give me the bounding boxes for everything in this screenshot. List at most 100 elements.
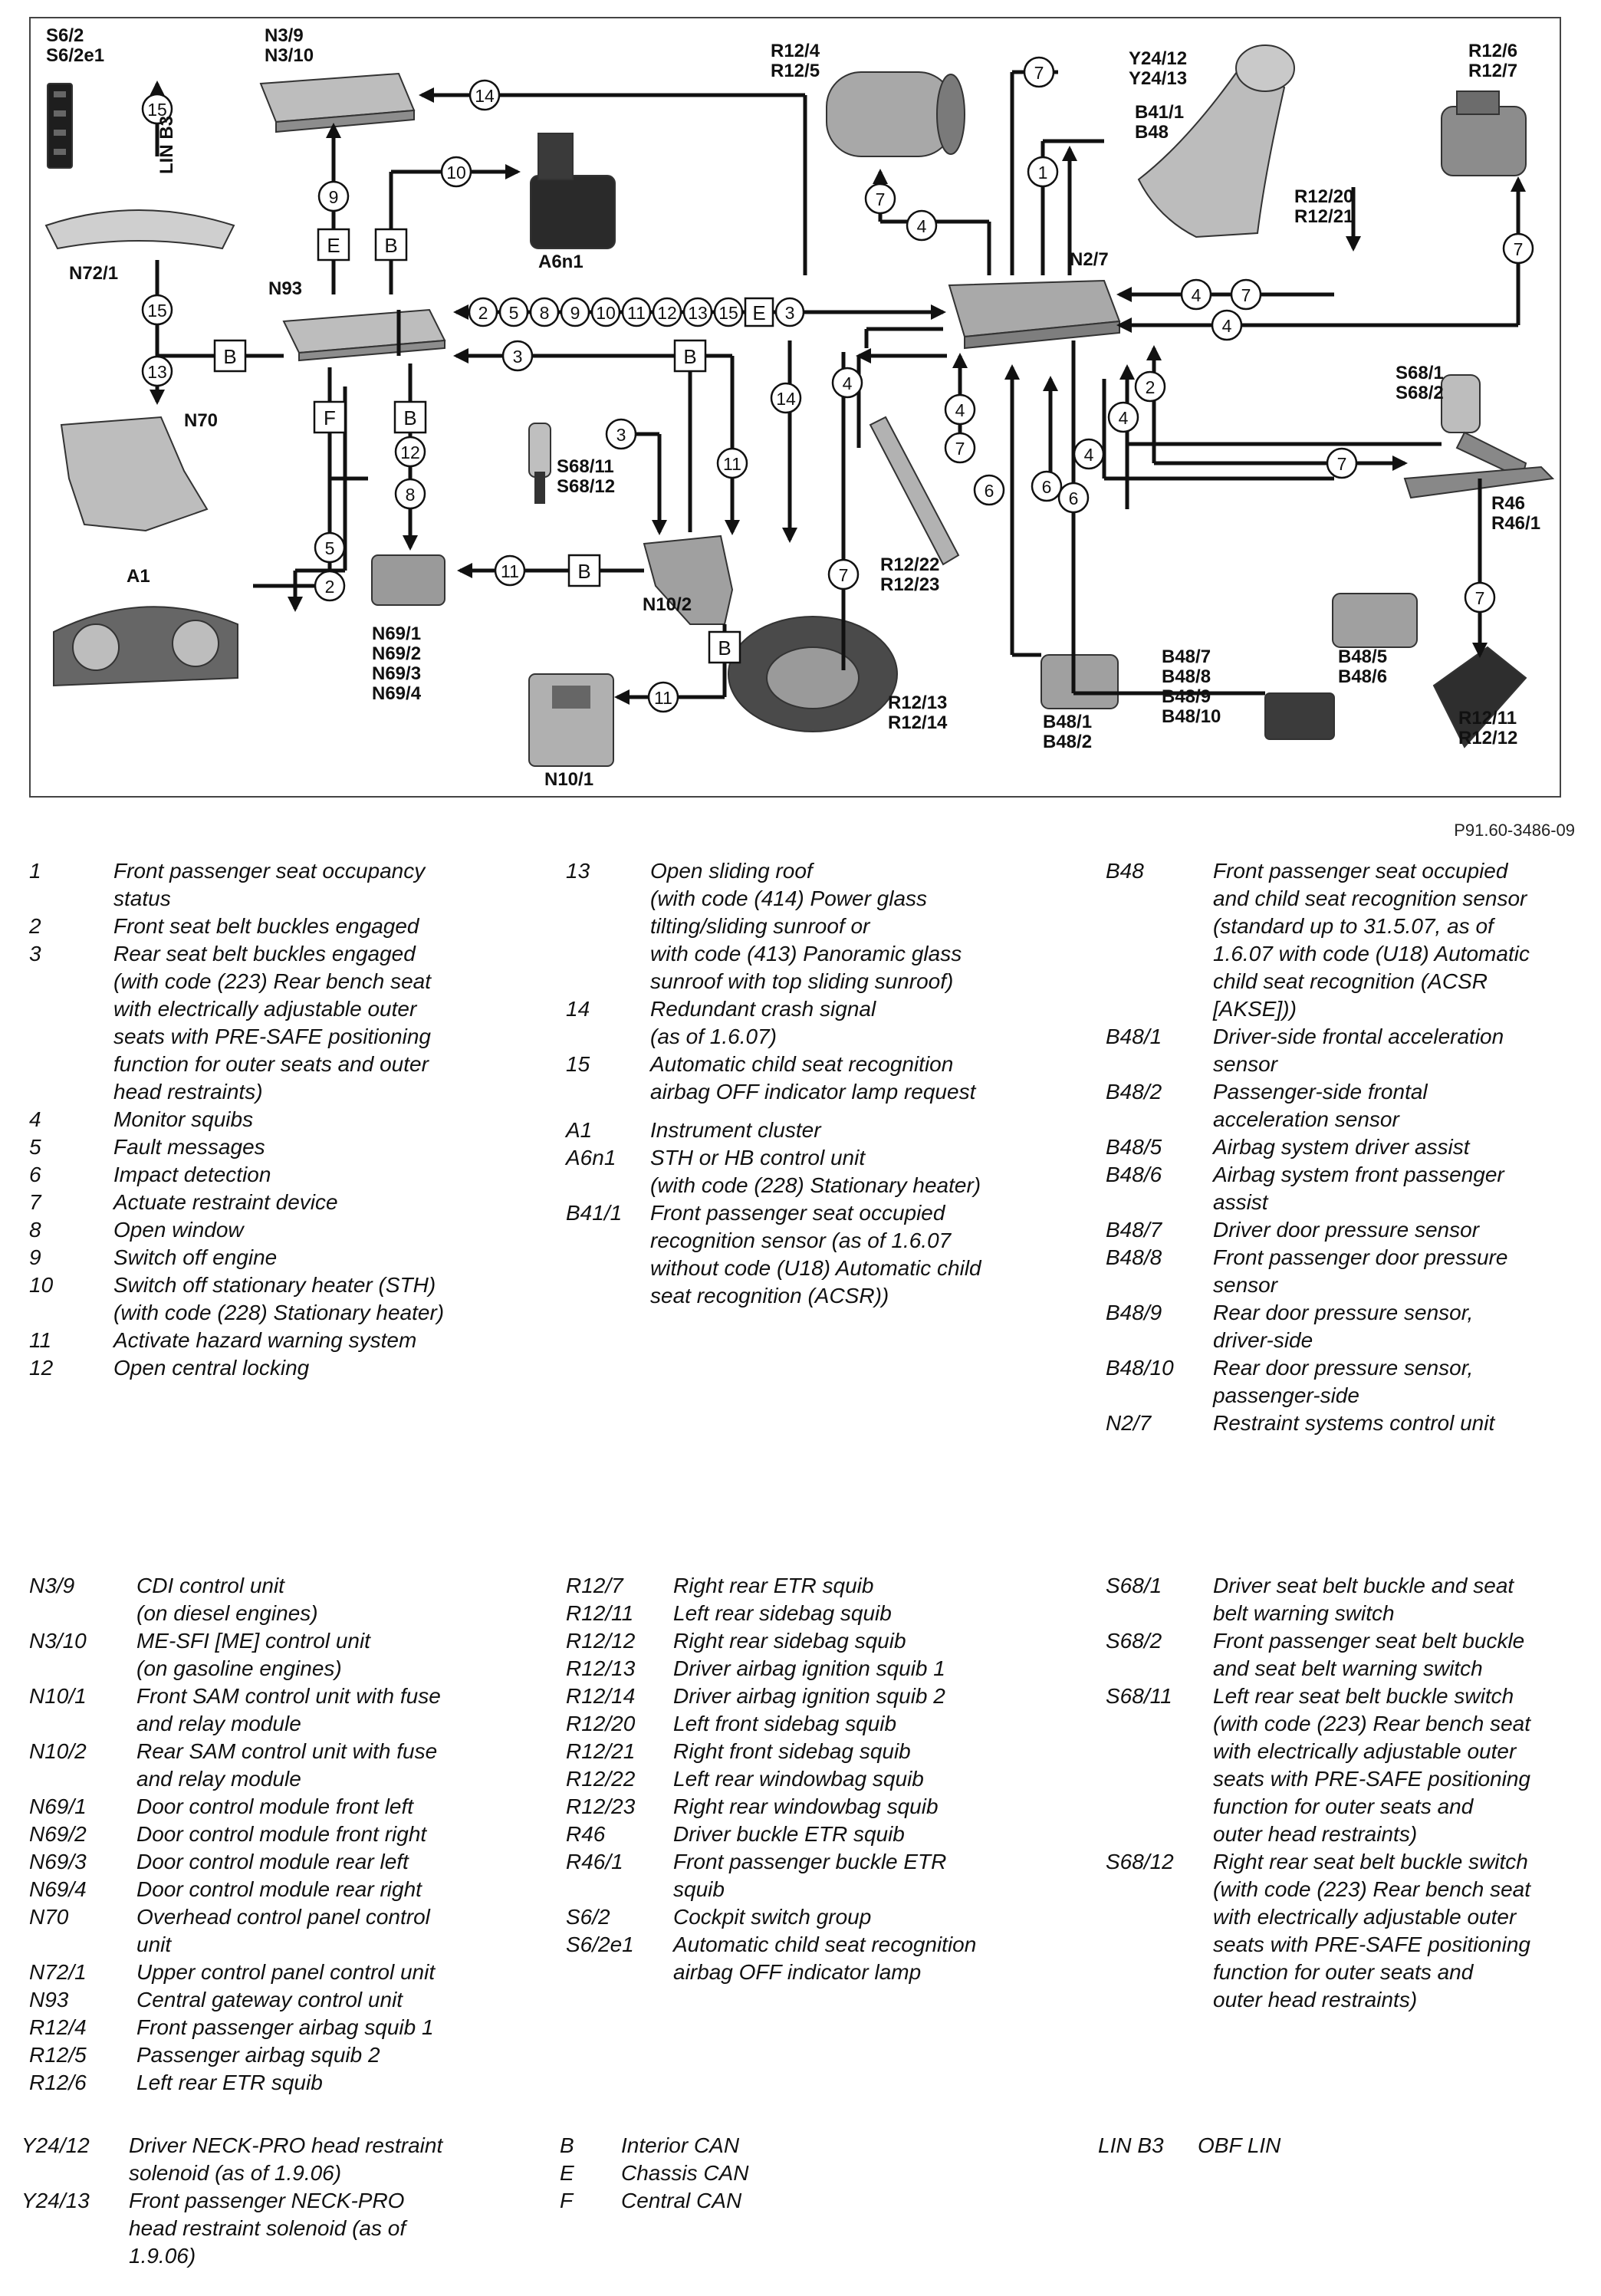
legend-entry: 14Redundant crash signal (as of 1.6.07) (566, 995, 1057, 1051)
legend-description: Driver airbag ignition squib 2 (673, 1683, 1057, 1710)
legend-entry: R12/21Right front sidebag squib (566, 1738, 1057, 1765)
function-number: 9 (329, 187, 339, 207)
legend-description: Driver buckle ETR squib (673, 1821, 1057, 1848)
legend-description: Switch off engine (113, 1244, 520, 1271)
legend-key: R46/1 (566, 1848, 673, 1876)
legend-entry: 12Open central locking (29, 1354, 520, 1382)
legend-description: Left rear seat belt buckle switch (with … (1213, 1683, 1596, 1848)
function-number-circle: 7 (1465, 583, 1494, 612)
legend-description: Driver airbag ignition squib 1 (673, 1655, 1057, 1683)
bus-box-label: E (327, 234, 340, 257)
function-number: 4 (1192, 285, 1202, 305)
bus-row: 25891011121315E3 (469, 298, 804, 326)
legend-entry: N69/3Door control module rear left (29, 1848, 520, 1876)
function-number-circle: 8 (396, 479, 425, 508)
bus-row-circle: 13 (684, 298, 712, 326)
legend-key: 11 (29, 1327, 113, 1354)
legend-description: STH or HB control unit (with code (228) … (650, 1144, 1057, 1199)
legend-key: B48/2 (1106, 1078, 1213, 1106)
bus-row-label: E (752, 301, 765, 324)
function-number: 7 (1514, 239, 1524, 259)
function-number-circle: 4 (907, 211, 936, 240)
function-number: 15 (147, 301, 167, 321)
bus-box: B (376, 229, 406, 260)
function-number: 7 (876, 189, 886, 209)
function-number-circle: 6 (1059, 483, 1088, 512)
legend-entry: B48/5Airbag system driver assist (1106, 1133, 1596, 1161)
legend-key: R12/6 (29, 2069, 136, 2097)
component-code-label: S6/2S6/2e1 (46, 25, 104, 66)
legend-entry: 5Fault messages (29, 1133, 520, 1161)
function-number: 11 (654, 688, 672, 708)
legend-key: B48/5 (1106, 1133, 1213, 1161)
legend-description: Airbag system driver assist (1213, 1133, 1596, 1161)
component-code-label: LIN B3 (156, 116, 177, 174)
function-number-circle: 1 (1028, 157, 1057, 186)
legend-key: R12/11 (566, 1600, 673, 1627)
component-code-label: R12/20R12/21 (1294, 186, 1353, 227)
legend-key: R12/22 (566, 1765, 673, 1793)
legend-description: Chassis CAN (621, 2159, 882, 2187)
legend-description: Switch off stationary heater (STH) (with… (113, 1271, 520, 1327)
legend-description: Door control module rear left (136, 1848, 520, 1876)
legend-key: 13 (566, 857, 650, 885)
legend-key: Y24/12 (21, 2132, 129, 2159)
legend-description: Actuate restraint device (113, 1189, 520, 1216)
legend-entry: R12/5Passenger airbag squib 2 (29, 2041, 520, 2069)
function-number-circle: 3 (503, 341, 532, 370)
legend-key: LIN B3 (1098, 2132, 1198, 2159)
function-number: 5 (325, 538, 335, 558)
bus-box: B (395, 402, 426, 433)
legend-entry: 9Switch off engine (29, 1244, 520, 1271)
legend-key: N69/4 (29, 1876, 136, 1903)
legend-description: Front passenger seat belt buckle and sea… (1213, 1627, 1596, 1683)
function-number: 14 (776, 389, 796, 409)
legend-entry: LIN B3OBF LIN (1098, 2132, 1420, 2159)
function-number-circle: 12 (396, 437, 425, 466)
component-code-label: N2/7 (1070, 249, 1109, 270)
legend-entry: 6Impact detection (29, 1161, 520, 1189)
bus-row-label: 3 (785, 303, 795, 323)
legend-entry: B48/10Rear door pressure sensor, passeng… (1106, 1354, 1596, 1410)
legend-description: Cockpit switch group (673, 1903, 1057, 1931)
component-b48-7-sensor (1265, 693, 1334, 739)
function-number-circle: 6 (1032, 472, 1061, 501)
legend-key: E (560, 2159, 621, 2187)
bus-row-label: 13 (688, 303, 708, 323)
bus-row-label: 8 (540, 303, 550, 323)
legend-description: Rear SAM control unit with fuse and rela… (136, 1738, 520, 1793)
legend-key: B (560, 2132, 621, 2159)
function-number: 10 (446, 163, 466, 183)
function-number: 6 (985, 481, 994, 501)
component-b48-1-sensor (1041, 655, 1118, 709)
bus-box: E (318, 229, 349, 260)
legend-key: R12/5 (29, 2041, 136, 2069)
component-code-label: R46R46/1 (1491, 493, 1540, 534)
component-code-label: N10/2 (643, 594, 692, 615)
legend-entry: S68/1Driver seat belt buckle and seat be… (1106, 1572, 1596, 1627)
legend-description: Passenger airbag squib 2 (136, 2041, 520, 2069)
component-r12-6-etr (1442, 91, 1526, 176)
legend-key: B48/9 (1106, 1299, 1213, 1327)
component-steering-wheel (728, 617, 897, 732)
legend-key: N2/7 (1106, 1410, 1213, 1437)
legend-entry: R12/23Right rear windowbag squib (566, 1793, 1057, 1821)
legend-key: 1 (29, 857, 113, 885)
component-n93-gateway (284, 310, 445, 360)
legend-description: Driver seat belt buckle and seat belt wa… (1213, 1572, 1596, 1627)
legend-description: Front passenger door pressure sensor (1213, 1244, 1596, 1299)
legend-description: Left rear sidebag squib (673, 1600, 1057, 1627)
legend-description: CDI control unit (on diesel engines) (136, 1572, 520, 1627)
function-number: 2 (325, 577, 335, 597)
component-code-label: A6n1 (538, 252, 584, 272)
legend-description: Right rear windowbag squib (673, 1793, 1057, 1821)
legend-description: Front passenger NECK-PRO head restraint … (129, 2187, 512, 2270)
legend-key: B48/6 (1106, 1161, 1213, 1189)
